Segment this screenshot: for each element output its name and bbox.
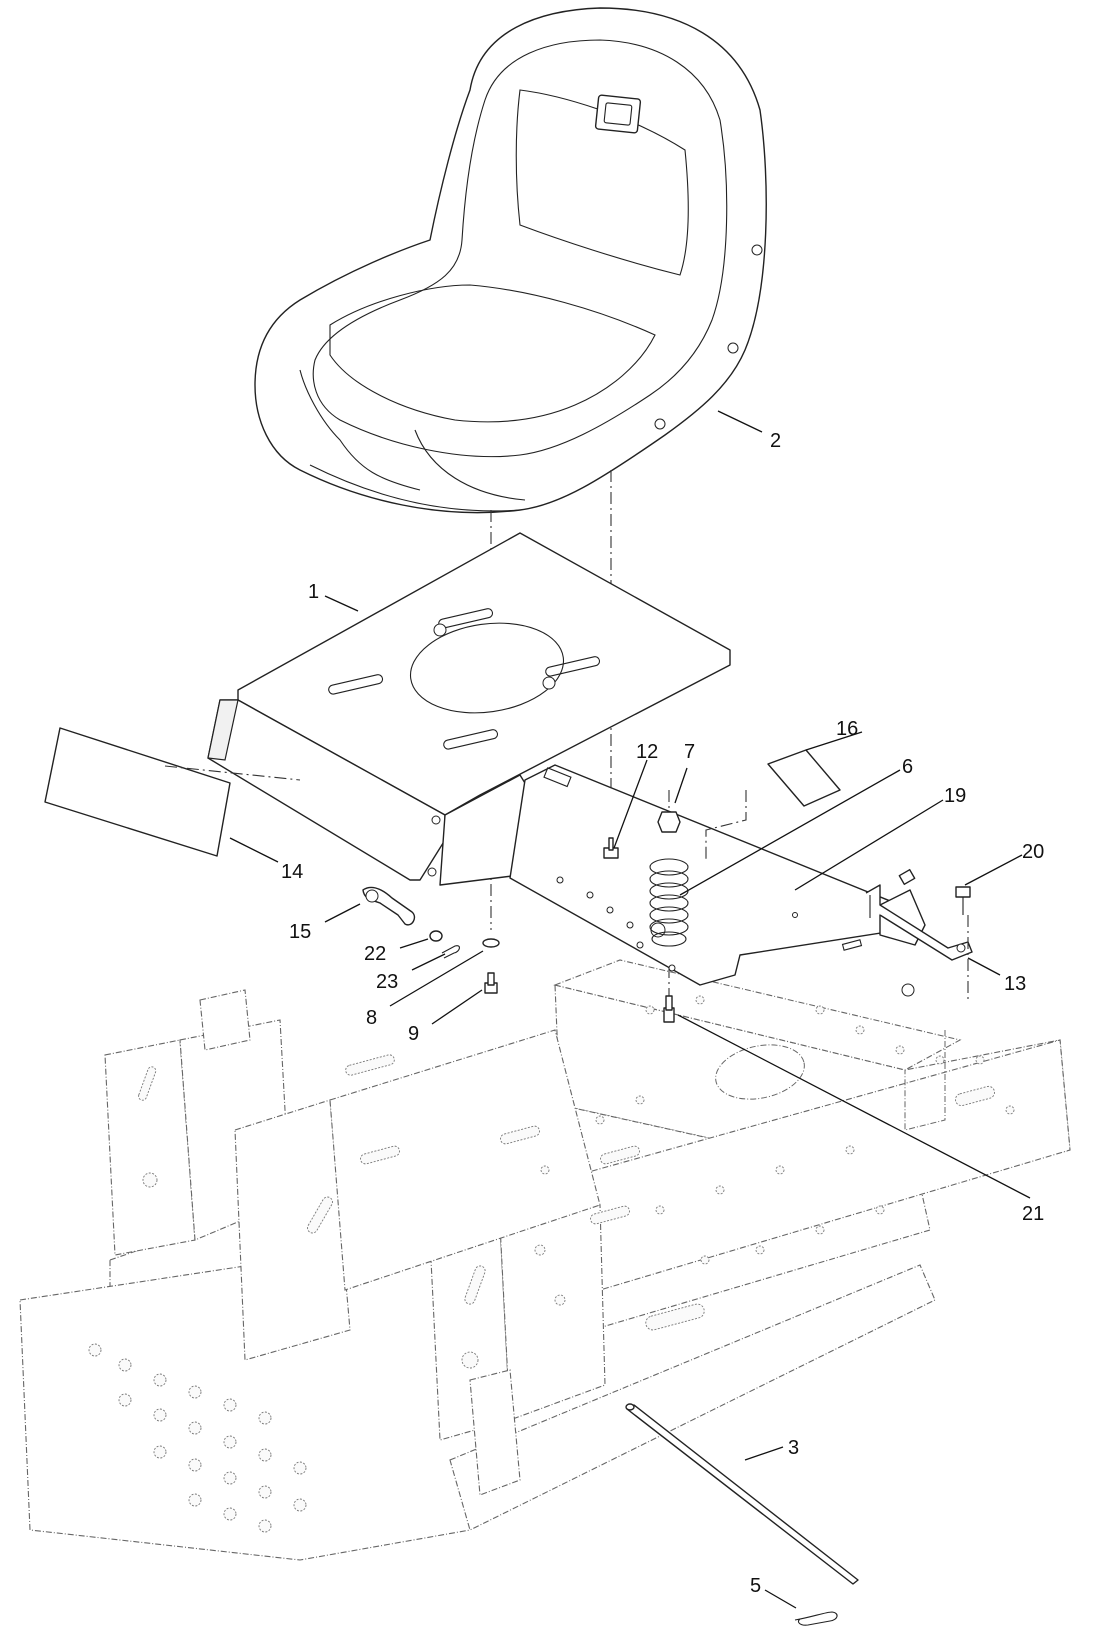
callout-19: 19 [944,785,966,807]
callout-9: 9 [408,1023,419,1045]
callout-21: 21 [1022,1203,1044,1225]
mower-frame [19,959,1071,1561]
callout-15: 15 [289,921,311,943]
fasteners [362,811,971,1626]
callout-6: 6 [902,756,913,778]
seat-plate [509,764,926,997]
callout-numbers: 2 1 16 12 7 6 19 20 14 15 22 23 13 8 9 2… [281,430,1044,1597]
callout-8: 8 [366,1007,377,1029]
callout-3: 3 [788,1437,799,1459]
callout-1: 1 [308,581,319,603]
callout-23: 23 [376,971,398,993]
spring [649,858,689,947]
callout-20: 20 [1022,841,1044,863]
decal-small [705,749,841,860]
callout-16: 16 [836,718,858,740]
callout-7: 7 [684,741,695,763]
callout-14: 14 [281,861,303,883]
callout-2: 2 [770,430,781,452]
decal [44,727,301,857]
callout-22: 22 [364,943,386,965]
switch-bracket [865,884,973,1000]
seat [254,7,767,514]
callout-12: 12 [636,741,658,763]
callout-5: 5 [750,1575,761,1597]
callout-13: 13 [1004,973,1026,995]
leader-lines [229,410,1031,1609]
